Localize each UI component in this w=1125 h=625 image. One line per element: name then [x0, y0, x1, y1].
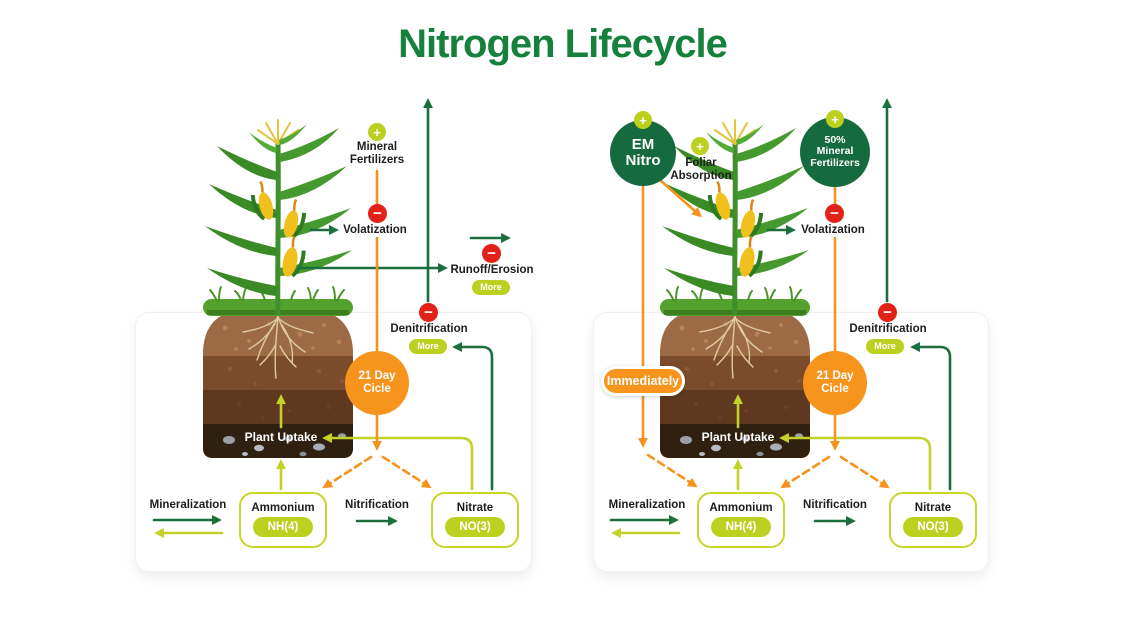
left-mineral-fertilizers-label: Mineral Fertilizers	[349, 141, 405, 166]
nitrate-formula-pill: NO(3)	[445, 517, 505, 538]
minus-icon: −	[825, 204, 844, 223]
minus-glyph: −	[373, 205, 382, 222]
left-volatization-label: Volatization	[339, 223, 411, 237]
immediately-badge: Immediately	[601, 366, 685, 396]
left-plant-uptake-label: Plant Uptake	[244, 430, 318, 444]
nitrate-title: Nitrate	[456, 501, 494, 514]
plus-icon: +	[826, 110, 844, 128]
right-denitrification-label: Denitrification	[849, 323, 927, 335]
plus-glyph: +	[696, 138, 704, 154]
minus-glyph: −	[883, 304, 892, 321]
cycle-line2: Cicle	[363, 383, 391, 395]
left-nitrification-label: Nitrification	[345, 499, 409, 511]
left-cycle-circle: 21 Day Cicle	[345, 351, 409, 415]
em-line1: EM	[631, 136, 655, 153]
plus-icon: +	[691, 137, 709, 155]
minus-glyph: −	[830, 205, 839, 222]
right-cycle-circle: 21 Day Cicle	[803, 351, 867, 415]
right-ammonium-box: Ammonium NH(4)	[697, 492, 785, 548]
ammonium-title: Ammonium	[251, 501, 315, 514]
left-nitrate-box: Nitrate NO(3)	[431, 492, 519, 548]
plus-glyph: +	[373, 124, 381, 140]
fifty-line3: Fertilizers	[810, 156, 860, 169]
em-nitro-product-circle: EM Nitro	[610, 120, 676, 186]
left-denitrification-more-badge: More	[409, 339, 447, 354]
minus-glyph: −	[487, 245, 496, 262]
plus-icon: +	[634, 111, 652, 129]
right-mineralization-label: Mineralization	[608, 499, 686, 511]
right-denitrification-more-badge: More	[866, 339, 904, 354]
nitrate-title: Nitrate	[914, 501, 952, 514]
plus-glyph: +	[831, 111, 839, 127]
left-denitrification-label: Denitrification	[390, 323, 468, 335]
fifty-percent-fertilizers-circle: 50% Mineral Fertilizers	[800, 117, 870, 187]
minus-icon: −	[482, 244, 501, 263]
right-plant-uptake-label: Plant Uptake	[701, 430, 775, 444]
fifty-line2: Mineral	[816, 145, 854, 158]
corn-plant-soil-illustration-left	[203, 118, 353, 458]
em-line2: Nitro	[625, 152, 661, 169]
page-title: Nitrogen Lifecycle	[398, 22, 728, 66]
right-nitrate-box: Nitrate NO(3)	[889, 492, 977, 548]
minus-glyph: −	[424, 304, 433, 321]
minus-icon: −	[878, 303, 897, 322]
plus-glyph: +	[639, 112, 647, 128]
ammonium-title: Ammonium	[709, 501, 773, 514]
ammonium-formula-pill: NH(4)	[711, 517, 771, 538]
plus-icon: +	[368, 123, 386, 141]
left-ammonium-box: Ammonium NH(4)	[239, 492, 327, 548]
ammonium-formula-pill: NH(4)	[253, 517, 313, 538]
cycle-line1: 21 Day	[358, 370, 396, 382]
fifty-line1: 50%	[824, 133, 846, 146]
minus-icon: −	[419, 303, 438, 322]
foliar-absorption-label: Foliar Absorption	[670, 157, 732, 182]
minus-icon: −	[368, 204, 387, 223]
cycle-line1: 21 Day	[816, 370, 854, 382]
left-runoff-label: Runoff/Erosion	[450, 264, 534, 276]
nitrate-formula-pill: NO(3)	[903, 517, 963, 538]
right-volatization-label: Volatization	[797, 223, 869, 237]
left-runoff-more-badge: More	[472, 280, 510, 295]
left-mineralization-label: Mineralization	[149, 499, 227, 511]
right-nitrification-label: Nitrification	[803, 499, 867, 511]
cycle-line2: Cicle	[821, 383, 849, 395]
